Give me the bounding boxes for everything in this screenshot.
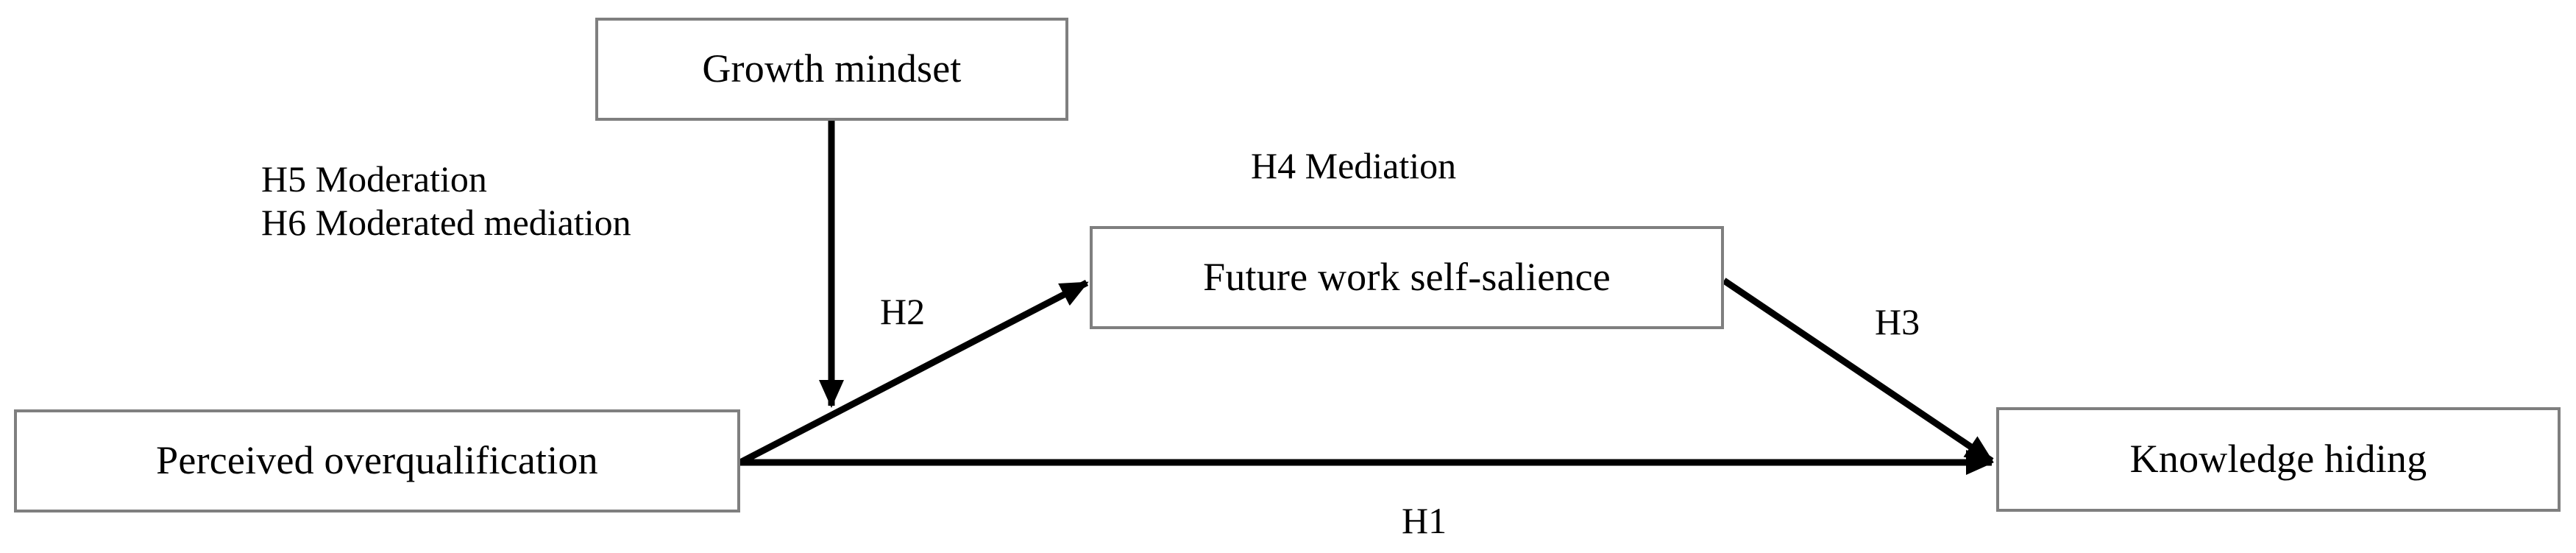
edge-label-h5: H5 Moderation (261, 158, 487, 200)
edge-label-h4: H4 Mediation (1251, 144, 1456, 188)
node-perceived-overqualification[interactable]: Perceived overqualification (14, 409, 740, 513)
edge-label-h2-text: H2 (880, 291, 926, 332)
edge-label-h2: H2 (880, 290, 925, 334)
edge-label-h1: H1 (1402, 499, 1447, 543)
edge-label-h6: H6 Moderated mediation (261, 202, 631, 243)
node-knowledge-hiding[interactable]: Knowledge hiding (1996, 407, 2561, 512)
edge-label-h1-text: H1 (1402, 500, 1447, 541)
node-future-work-self-salience-label: Future work self-salience (1203, 255, 1611, 300)
edge-label-h4-text: H4 Mediation (1251, 145, 1457, 186)
arrow-h3 (1722, 278, 1994, 464)
node-growth-mindset-label: Growth mindset (702, 46, 962, 91)
node-future-work-self-salience[interactable]: Future work self-salience (1090, 226, 1724, 329)
edge-label-h5-h6: H5 Moderation H6 Moderated mediation (261, 158, 631, 244)
node-perceived-overqualification-label: Perceived overqualification (156, 438, 598, 483)
edge-label-h3-text: H3 (1875, 301, 1920, 342)
edge-label-h3: H3 (1875, 300, 1920, 344)
node-growth-mindset[interactable]: Growth mindset (595, 18, 1068, 121)
node-knowledge-hiding-label: Knowledge hiding (2129, 437, 2427, 482)
